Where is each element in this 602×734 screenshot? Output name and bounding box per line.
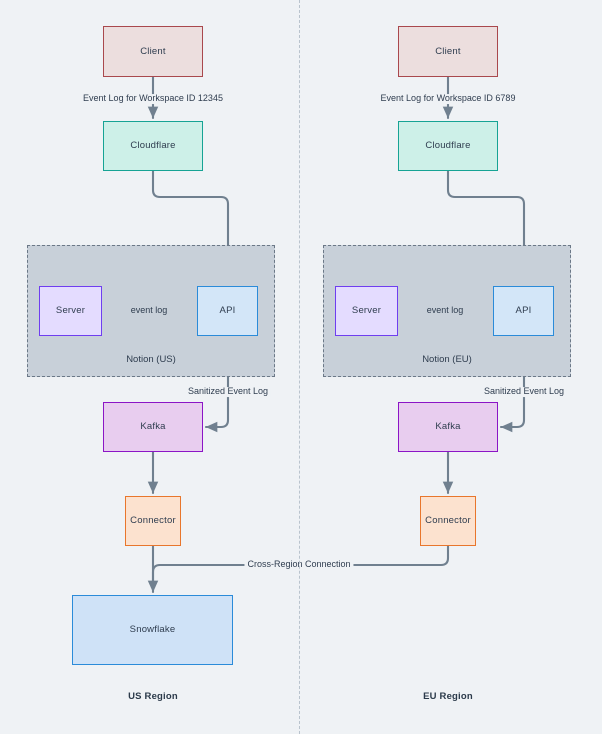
group-label-notion-us: Notion (US) [126, 354, 176, 365]
edge-label-server-api-us: event log [127, 305, 171, 316]
edge-label-api-kafka-us: Sanitized Event Log [184, 386, 272, 397]
node-connector-us[interactable]: Connector [125, 496, 181, 546]
node-client-eu[interactable]: Client [398, 26, 498, 77]
edge-label-server-api-eu: event log [423, 305, 467, 316]
node-cloudflare-us[interactable]: Cloudflare [103, 121, 203, 171]
node-snowflake-us[interactable]: Snowflake [72, 595, 233, 665]
node-api-eu[interactable]: API [493, 286, 554, 336]
region-divider [299, 0, 300, 734]
node-client-us[interactable]: Client [103, 26, 203, 77]
node-kafka-eu[interactable]: Kafka [398, 402, 498, 452]
node-kafka-us[interactable]: Kafka [103, 402, 203, 452]
node-connector-eu[interactable]: Connector [420, 496, 476, 546]
group-label-notion-eu: Notion (EU) [422, 354, 472, 365]
node-api-us[interactable]: API [197, 286, 258, 336]
region-label-us: US Region [128, 691, 178, 702]
node-server-eu[interactable]: Server [335, 286, 398, 336]
edge-label-api-kafka-eu: Sanitized Event Log [480, 386, 568, 397]
edge-label-client-cloudflare-eu: Event Log for Workspace ID 6789 [377, 93, 519, 104]
node-cloudflare-eu[interactable]: Cloudflare [398, 121, 498, 171]
region-label-eu: EU Region [423, 691, 473, 702]
node-server-us[interactable]: Server [39, 286, 102, 336]
edge-label-client-cloudflare-us: Event Log for Workspace ID 12345 [80, 93, 226, 104]
